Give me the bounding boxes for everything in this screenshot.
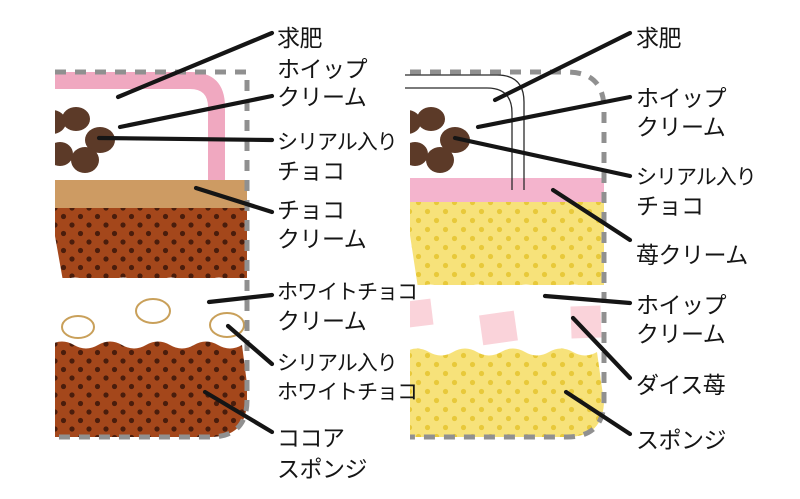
label-cereal-choco-right: シリアル入り: [636, 165, 757, 189]
label-cereal-choco-line2: チョコ: [277, 159, 345, 185]
leader-choco-cream: [193, 185, 275, 215]
left-white-choco-cream-layer: [55, 278, 247, 340]
label-cocoa-sponge-line2: スポンジ: [277, 457, 368, 483]
left-leader-lines: [96, 30, 275, 435]
label-choco-cream: チョコ: [277, 198, 345, 224]
right-strawberry-cream-band: [410, 178, 604, 202]
leader-dice-strawberry-r: [570, 315, 633, 381]
left-cereal-ring: [135, 298, 171, 324]
leader-white-choco-cream: [206, 292, 275, 305]
leader-whip-cream: [117, 93, 275, 130]
right-upper-sponge-layer: [410, 202, 604, 292]
label-whip-cream-mid-right-line2: クリーム: [636, 322, 726, 348]
label-cereal-choco: シリアル入り: [277, 130, 398, 154]
left-gyuhi-band: [55, 72, 225, 190]
right-cake-body: [410, 72, 604, 437]
label-sponge-right: スポンジ: [636, 428, 727, 454]
leader-strawberry-cream-r: [550, 187, 633, 243]
left-cereal-ring: [209, 312, 245, 338]
dice-strawberry: [410, 298, 434, 328]
dice-strawberry: [479, 310, 518, 346]
label-whip-cream-line2: クリーム: [277, 85, 367, 111]
dice-strawberry: [570, 305, 602, 339]
label-choco-cream-line2: クリーム: [277, 227, 367, 253]
leader-whip-cream-r: [475, 94, 633, 130]
left-cake-body: [55, 72, 247, 437]
label-whip-cream-right-line2: クリーム: [636, 115, 726, 141]
label-white-choco-cream: ホワイトチョコ: [277, 280, 418, 304]
label-gyuhi-right: 求肥: [636, 26, 682, 52]
right-cake-outline: [410, 69, 607, 440]
label-whip-cream-mid-right: ホイップ: [636, 293, 727, 319]
left-cocoa-sponge-layer: [55, 341, 247, 437]
right-whip-cream-middle-layer: [410, 285, 604, 347]
leader-gyuhi: [115, 30, 275, 100]
leader-cereal-choco: [96, 135, 275, 143]
left-cake-outline: [55, 69, 250, 440]
leader-cereal-white-choco: [225, 323, 275, 367]
label-white-choco-cream-line2: クリーム: [277, 309, 367, 335]
right-leader-lines: [452, 30, 633, 437]
leader-sponge-r: [563, 389, 633, 437]
left-choco-cream-layer: [55, 208, 247, 285]
label-cocoa-sponge: ココア: [277, 426, 345, 452]
label-cereal-choco-right-line2: チョコ: [636, 194, 704, 220]
leader-gyuhi-r: [492, 30, 633, 103]
left-cereal-choco-balls: [55, 107, 115, 173]
right-lower-sponge-layer: [410, 348, 604, 437]
label-whip-cream: ホイップ: [277, 57, 368, 83]
label-dice-strawberry-right: ダイス苺: [636, 373, 726, 399]
left-cereal-ring: [61, 315, 95, 339]
leader-cereal-choco-r: [452, 135, 633, 179]
label-gyuhi: 求肥: [277, 26, 323, 52]
left-cereal-choco-band: [55, 180, 247, 208]
leader-whip-cream-mid-r: [542, 293, 633, 306]
label-cereal-white-choco: シリアル入り: [277, 351, 398, 375]
label-whip-cream-right: ホイップ: [636, 86, 727, 112]
leader-cocoa-sponge: [202, 389, 275, 435]
label-strawberry-cream-right: 苺クリーム: [636, 243, 748, 269]
label-cereal-white-choco-line2: ホワイトチョコ: [277, 380, 418, 404]
